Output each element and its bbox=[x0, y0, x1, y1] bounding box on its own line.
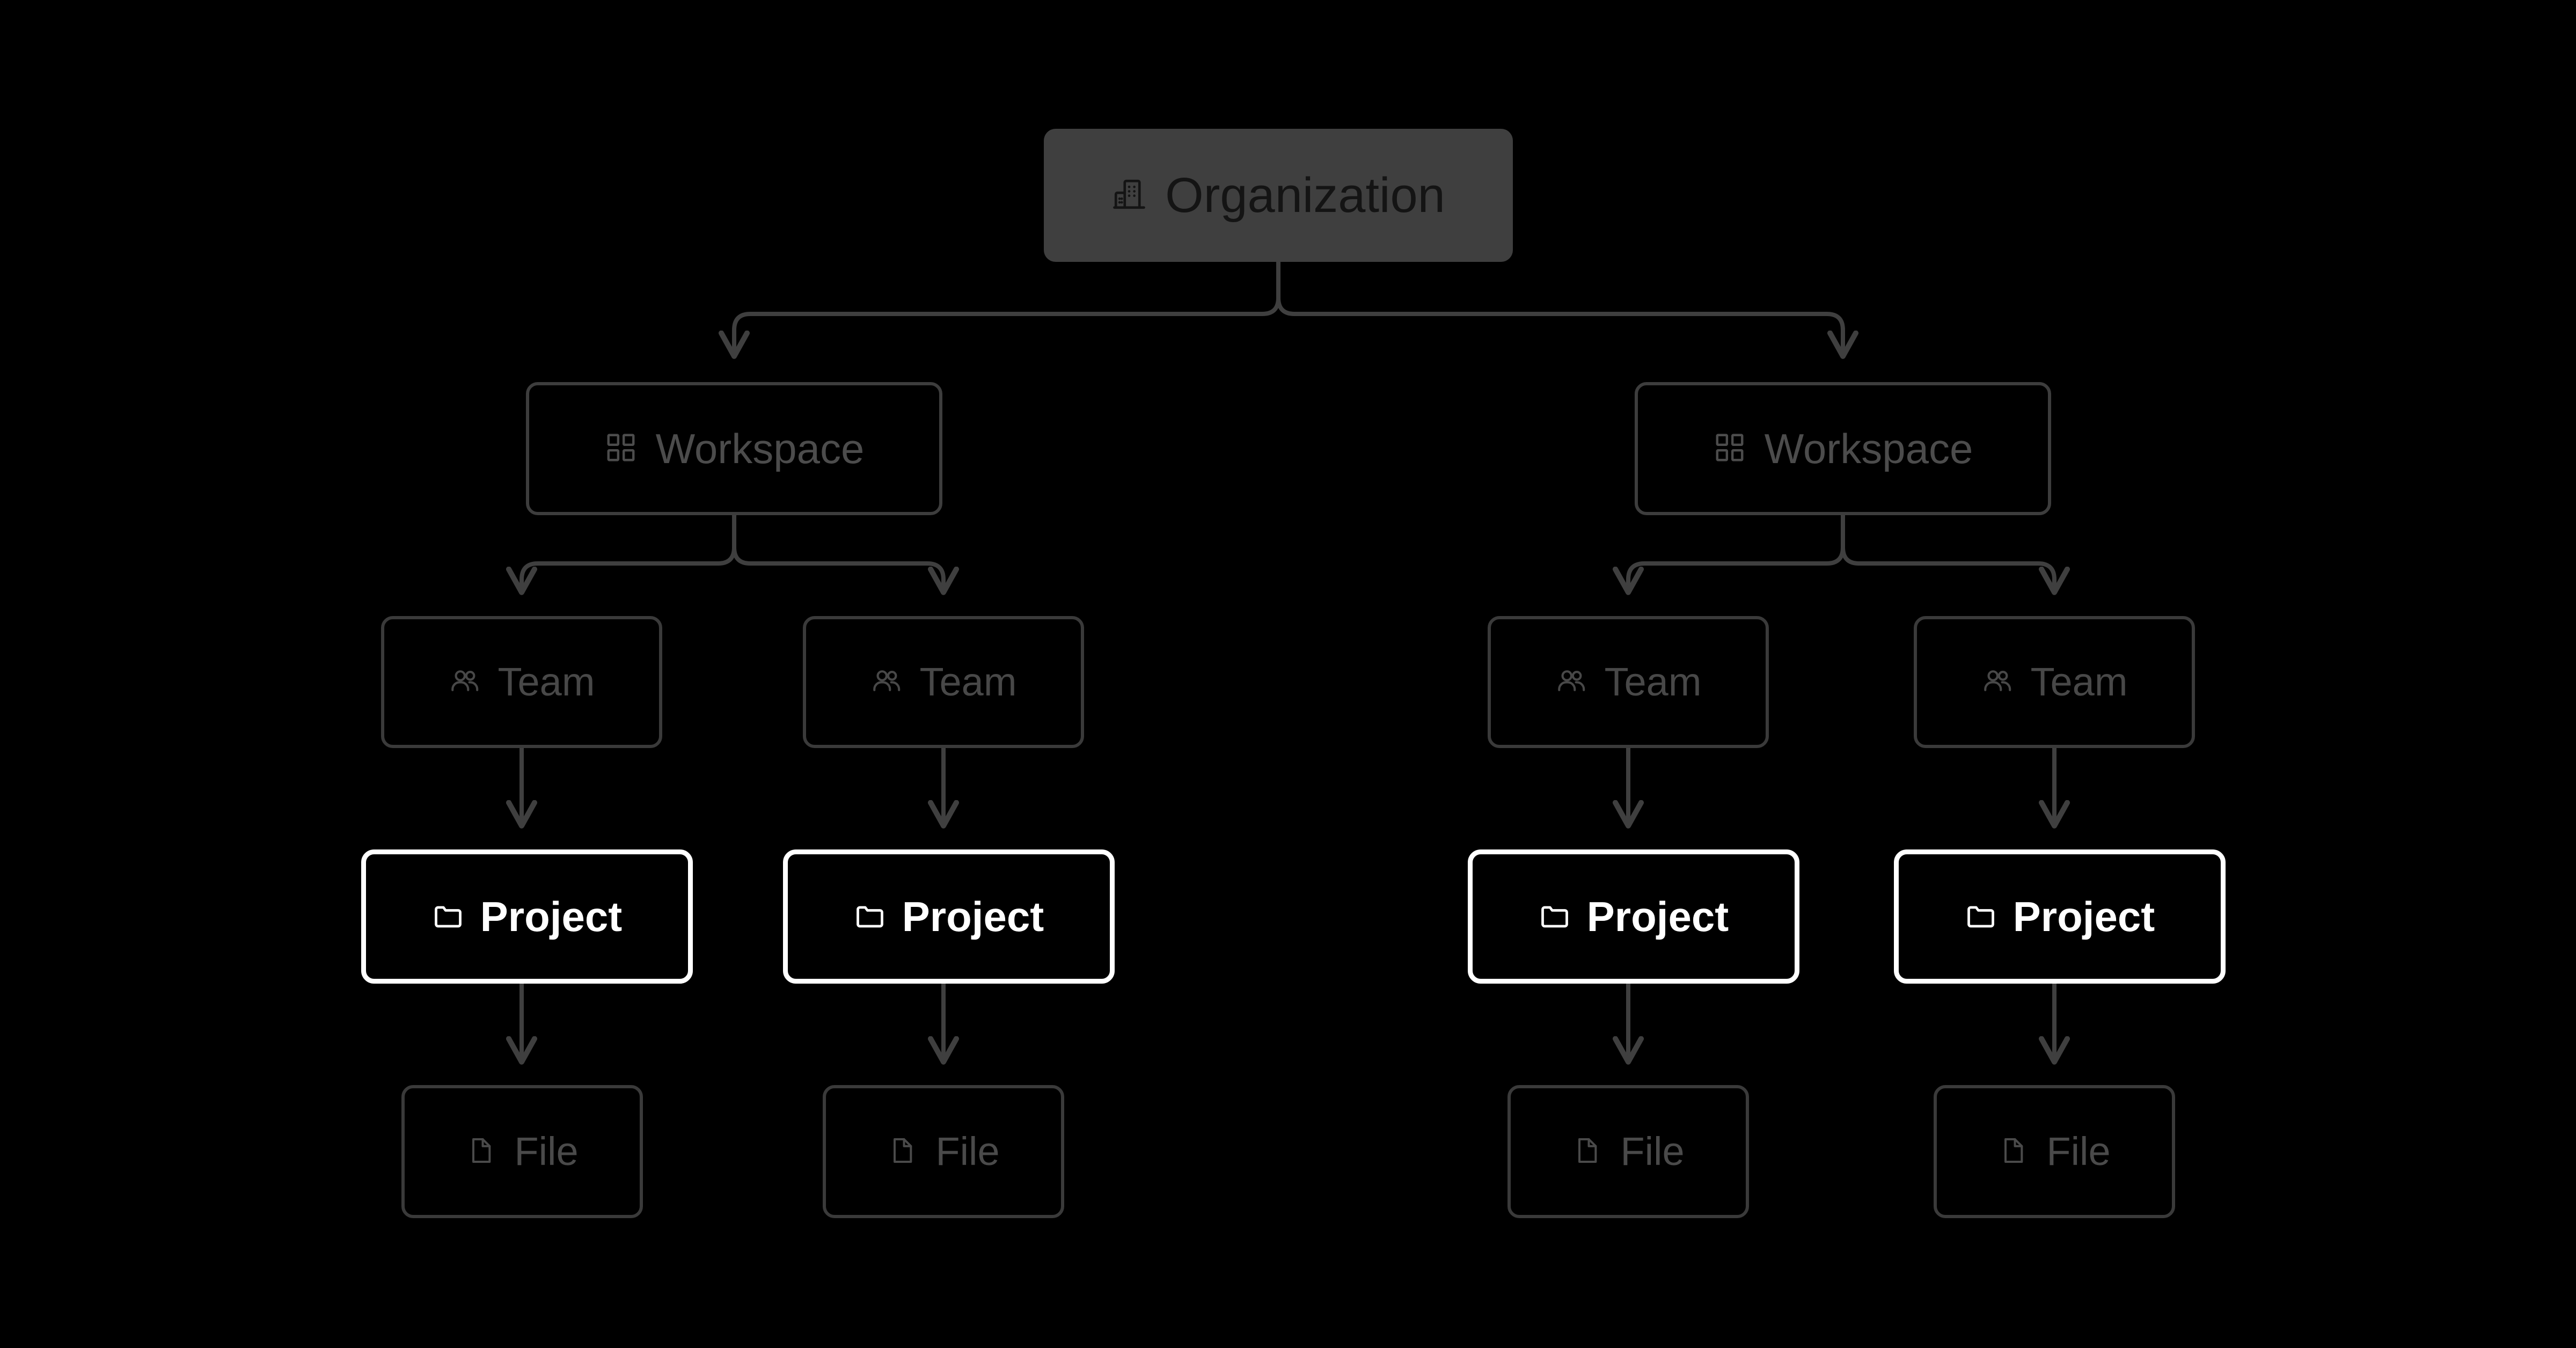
node-workspace-1[interactable]: Workspace bbox=[526, 382, 942, 515]
node-team-4-label: Team bbox=[2030, 660, 2128, 704]
document-icon bbox=[887, 1135, 917, 1168]
document-icon bbox=[466, 1135, 496, 1168]
node-team-4[interactable]: Team bbox=[1914, 616, 2195, 748]
node-file-1[interactable]: File bbox=[401, 1085, 643, 1218]
node-file-3-label: File bbox=[1620, 1129, 1685, 1174]
node-team-1[interactable]: Team bbox=[381, 616, 662, 748]
node-workspace-2-label: Workspace bbox=[1764, 425, 1973, 472]
node-team-3-label: Team bbox=[1604, 660, 1702, 704]
node-file-2[interactable]: File bbox=[823, 1085, 1064, 1218]
document-icon bbox=[1572, 1135, 1602, 1168]
node-project-3[interactable]: Project bbox=[1468, 849, 1799, 984]
node-team-3[interactable]: Team bbox=[1488, 616, 1769, 748]
edge-workspace1-to-team1 bbox=[522, 513, 736, 590]
node-file-4[interactable]: File bbox=[1934, 1085, 2175, 1218]
node-project-1[interactable]: Project bbox=[361, 849, 693, 984]
edge-org-to-workspace-2 bbox=[1276, 260, 1843, 354]
edge-workspace2-to-team4 bbox=[1841, 513, 2054, 590]
users-icon bbox=[1555, 665, 1586, 699]
node-project-3-label: Project bbox=[1586, 893, 1729, 940]
node-organization[interactable]: Organization bbox=[1044, 129, 1513, 262]
node-team-2-label: Team bbox=[919, 660, 1017, 704]
users-icon bbox=[449, 665, 480, 699]
node-workspace-1-label: Workspace bbox=[655, 425, 865, 472]
users-icon bbox=[1981, 665, 2012, 699]
edge-workspace1-to-team2 bbox=[732, 513, 943, 590]
edge-org-to-workspace-1 bbox=[734, 260, 1280, 354]
document-icon bbox=[1998, 1135, 2028, 1168]
node-team-2[interactable]: Team bbox=[803, 616, 1084, 748]
edge-workspace2-to-team3 bbox=[1628, 513, 1845, 590]
grid-icon bbox=[1713, 431, 1746, 467]
folder-icon bbox=[1539, 899, 1571, 934]
node-workspace-2[interactable]: Workspace bbox=[1635, 382, 2051, 515]
building-icon bbox=[1111, 177, 1147, 215]
node-project-4-label: Project bbox=[2012, 893, 2155, 940]
node-project-2[interactable]: Project bbox=[783, 849, 1115, 984]
node-project-2-label: Project bbox=[902, 893, 1044, 940]
folder-icon bbox=[1965, 899, 1997, 934]
users-icon bbox=[870, 665, 902, 699]
node-file-2-label: File bbox=[935, 1129, 1000, 1174]
node-file-1-label: File bbox=[514, 1129, 579, 1174]
node-organization-label: Organization bbox=[1165, 168, 1445, 223]
node-project-1-label: Project bbox=[480, 893, 623, 940]
node-project-4[interactable]: Project bbox=[1894, 849, 2226, 984]
node-file-4-label: File bbox=[2046, 1129, 2111, 1174]
node-file-3[interactable]: File bbox=[1507, 1085, 1749, 1218]
grid-icon bbox=[604, 431, 638, 467]
folder-icon bbox=[432, 899, 464, 934]
node-team-1-label: Team bbox=[497, 660, 595, 704]
folder-icon bbox=[854, 899, 886, 934]
